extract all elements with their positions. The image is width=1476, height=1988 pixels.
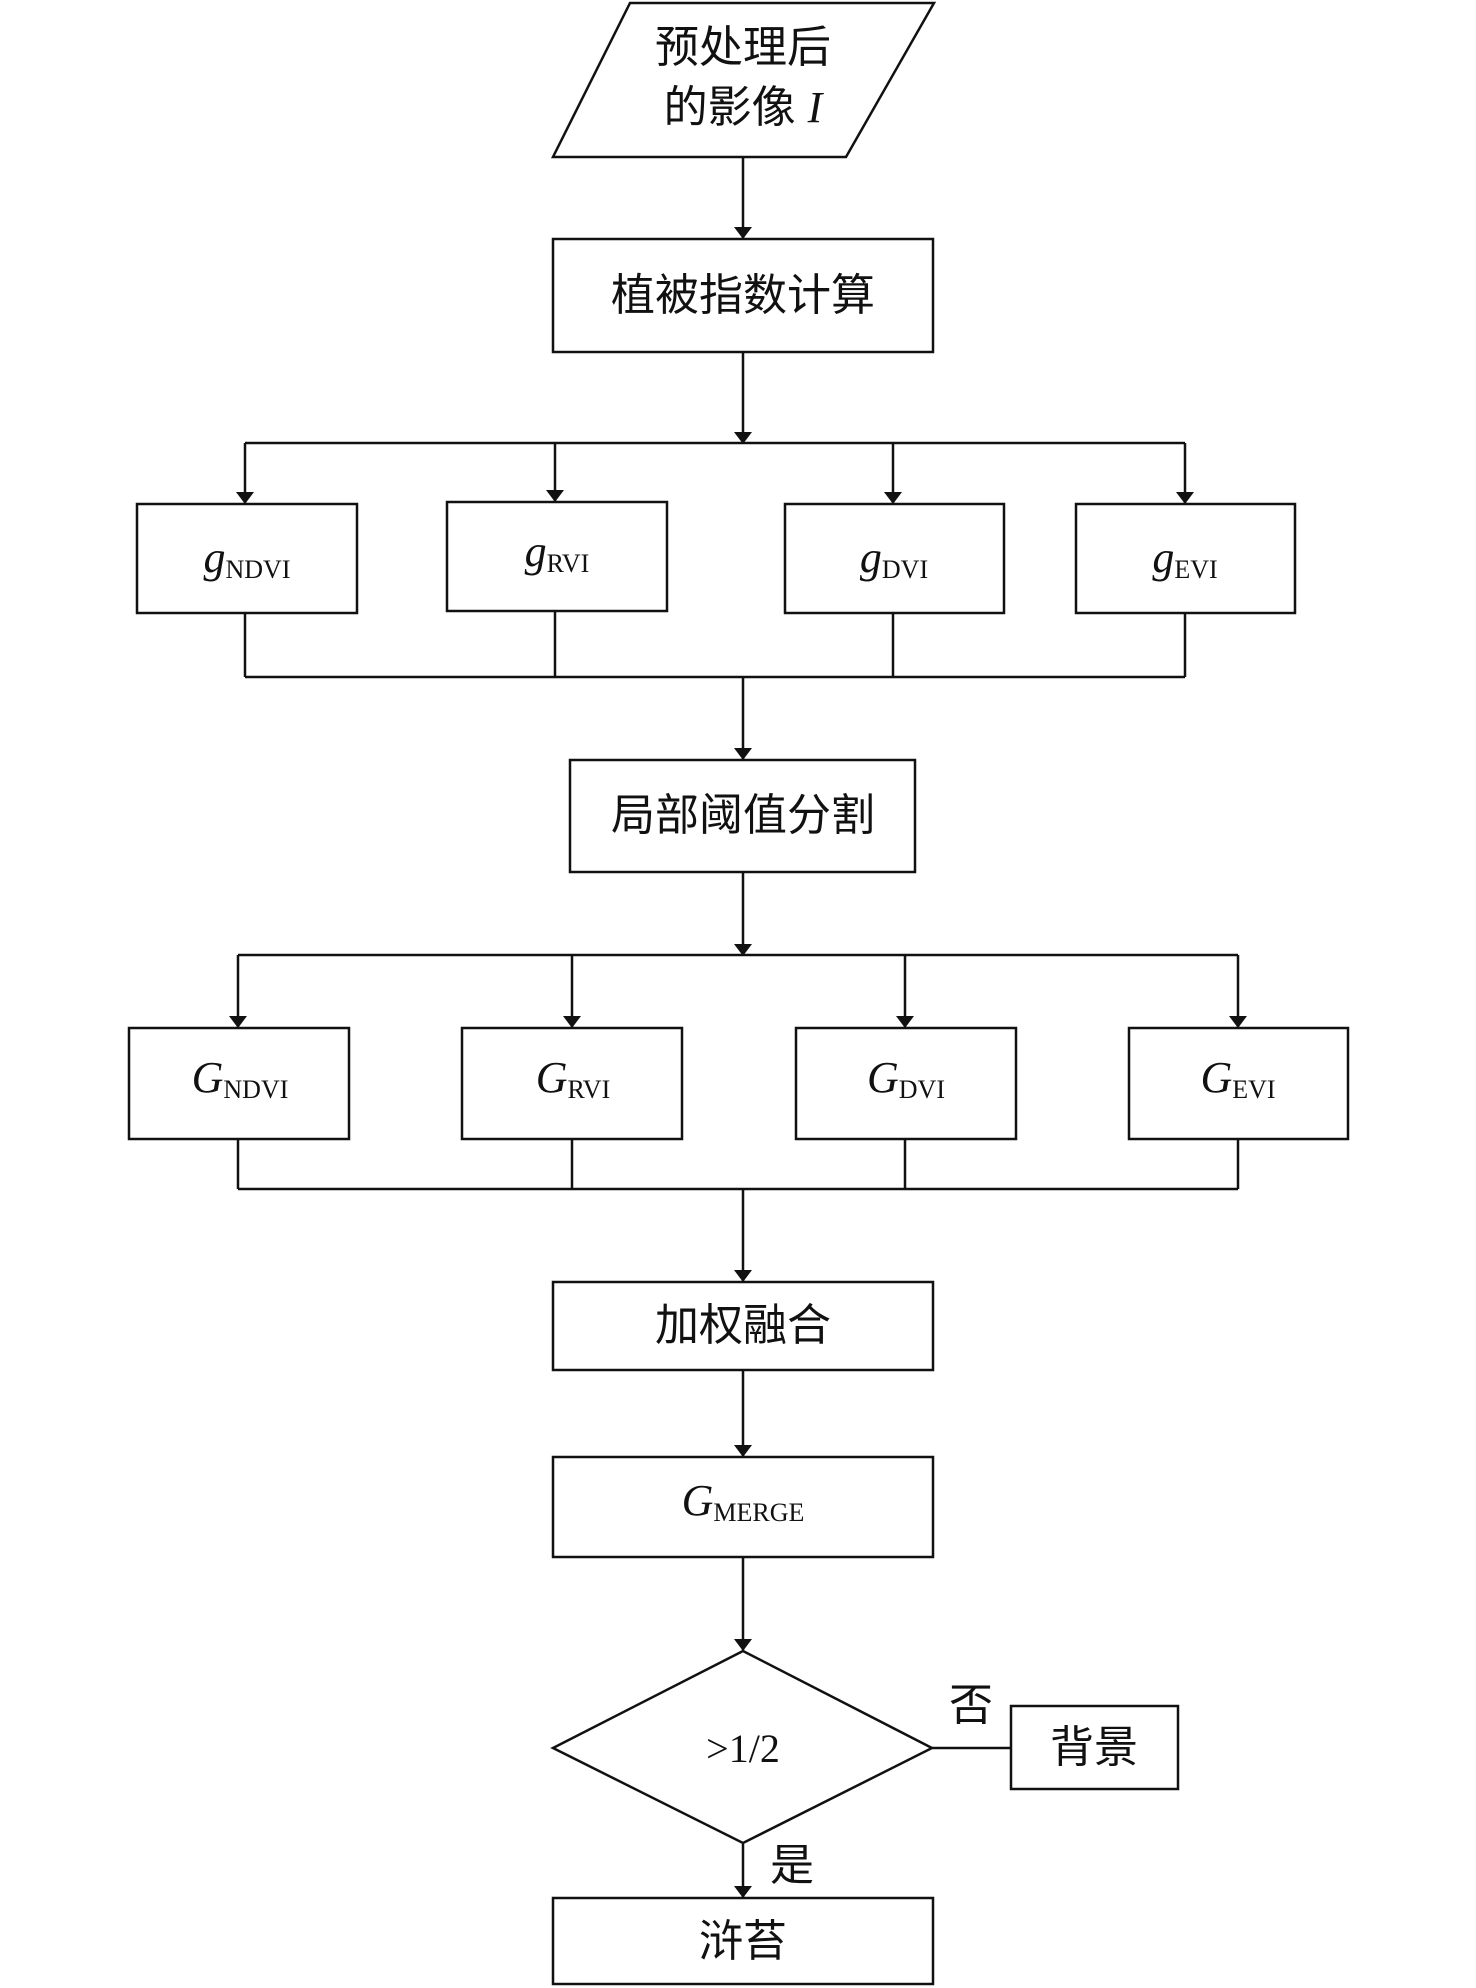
g-node-evi: gEVI	[1074, 502, 1297, 615]
result-label: 浒苔	[699, 1917, 787, 1966]
merge-main: G	[682, 1476, 714, 1525]
g-rvi-box	[445, 500, 669, 613]
g-dvi-main: g	[860, 533, 882, 582]
threshold-label: 局部阈值分割	[611, 791, 875, 840]
G-node-ndvi: GNDVI	[127, 1026, 351, 1141]
g-ndvi-box	[135, 502, 359, 615]
merge-sub: MERGE	[713, 1498, 804, 1527]
G-evi-label: GEVI	[1200, 1053, 1275, 1104]
decision-diamond	[550, 1649, 935, 1845]
g-ndvi-main: g	[204, 533, 226, 582]
decision-condition: >1/2	[706, 1726, 780, 1771]
fusion-label: 加权融合	[655, 1301, 831, 1350]
G-evi-box	[1127, 1026, 1350, 1141]
input-symbol: I	[807, 83, 825, 132]
g-dvi-sub: DVI	[882, 555, 928, 584]
G-ndvi-label: GNDVI	[192, 1053, 289, 1104]
merge-node: GMERGE	[551, 1455, 935, 1559]
index-calc-node: 植被指数计算	[551, 237, 935, 354]
result-node: 浒苔	[551, 1896, 935, 1986]
merge-box	[551, 1455, 935, 1559]
G-ndvi-sub: NDVI	[223, 1075, 288, 1104]
G-rvi-main: G	[536, 1053, 568, 1102]
input-line1: 预处理后	[655, 23, 831, 72]
g-rvi-label: gRVI	[525, 527, 590, 578]
input-line2-text: 的影像	[664, 83, 796, 132]
g-node-rvi: gRVI	[445, 500, 669, 613]
g-rvi-sub: RVI	[547, 549, 590, 578]
g-node-dvi: gDVI	[783, 502, 1006, 615]
g-node-ndvi: gNDVI	[135, 502, 359, 615]
g-evi-label: gEVI	[1152, 533, 1217, 584]
G-node-rvi: GRVI	[460, 1026, 684, 1141]
threshold-box	[568, 758, 917, 874]
background-label: 背景	[1050, 1723, 1138, 1772]
g-rvi-main: g	[525, 527, 547, 576]
g-dvi-label: gDVI	[860, 533, 928, 584]
G-node-evi: GEVI	[1127, 1026, 1350, 1141]
g-ndvi-label: gNDVI	[204, 533, 291, 584]
G-rvi-label: GRVI	[536, 1053, 610, 1104]
G-evi-sub: EVI	[1232, 1075, 1275, 1104]
G-dvi-label: GDVI	[867, 1053, 945, 1104]
input-parallelogram	[550, 1, 937, 159]
merge-label: GMERGE	[682, 1476, 805, 1527]
G-rvi-sub: RVI	[568, 1075, 611, 1104]
g-ndvi-sub: NDVI	[226, 555, 291, 584]
G-ndvi-main: G	[192, 1053, 224, 1102]
g-evi-main: g	[1152, 533, 1174, 582]
G-rvi-box	[460, 1026, 684, 1141]
G-dvi-sub: DVI	[899, 1075, 945, 1104]
G-dvi-main: G	[867, 1053, 899, 1102]
g-evi-sub: EVI	[1174, 555, 1217, 584]
G-ndvi-box	[127, 1026, 351, 1141]
fusion-box	[551, 1280, 935, 1372]
fusion-node: 加权融合	[551, 1280, 935, 1372]
G-evi-main: G	[1200, 1053, 1232, 1102]
G-node-dvi: GDVI	[794, 1026, 1018, 1141]
connectors	[229, 157, 1247, 1898]
index-calc-label: 植被指数计算	[611, 271, 875, 320]
g-dvi-box	[783, 502, 1006, 615]
decision-yes-label: 是	[770, 1841, 814, 1890]
threshold-node: 局部阈值分割	[568, 758, 917, 874]
decision-no-label: 否	[949, 1681, 993, 1730]
background-box	[1009, 1704, 1180, 1791]
G-dvi-box	[794, 1026, 1018, 1141]
index-calc-box	[551, 237, 935, 354]
result-box	[551, 1896, 935, 1986]
decision-node: >1/2 否 是	[550, 1649, 993, 1890]
background-node: 背景	[1009, 1704, 1180, 1791]
g-evi-box	[1074, 502, 1297, 615]
